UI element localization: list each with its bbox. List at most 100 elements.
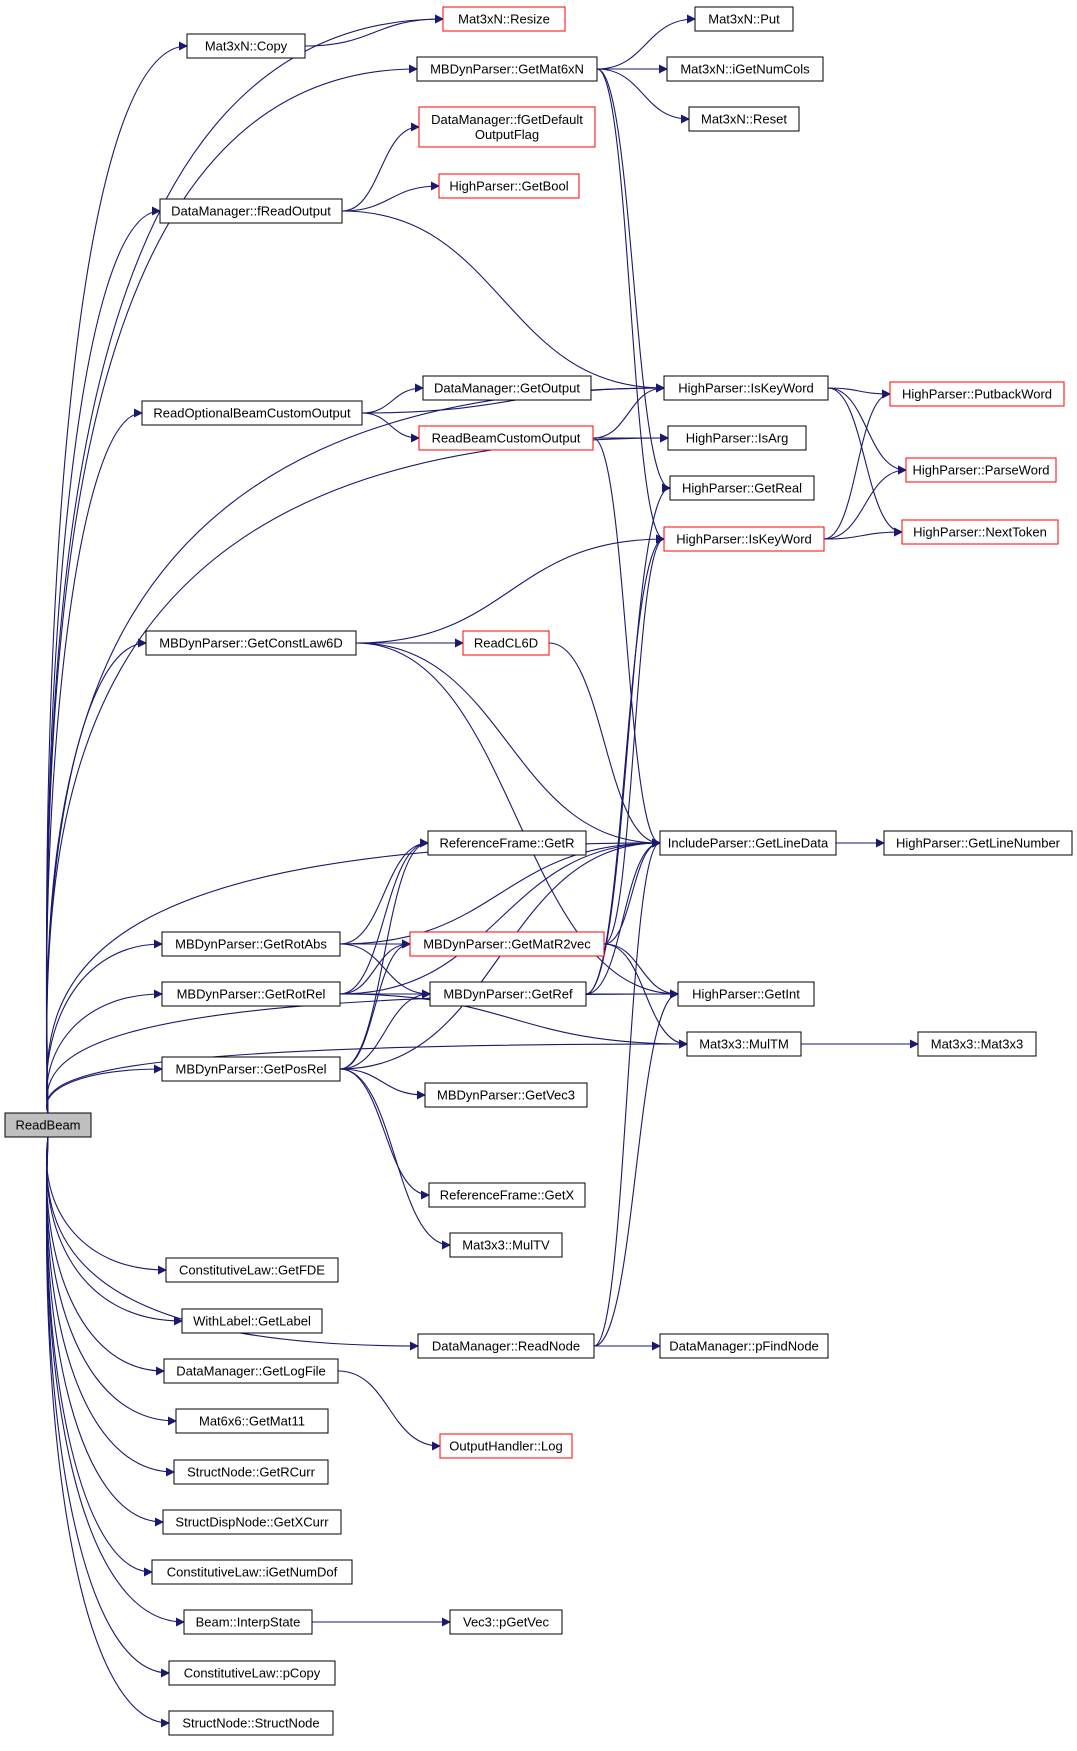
node-hp-getreal[interactable]: HighParser::GetReal — [669, 475, 815, 501]
node-mbdyn-getvec3[interactable]: MBDynParser::GetVec3 — [424, 1082, 588, 1108]
edge-mbdyn-getrotrel-to-mat3x3-multm — [339, 993, 688, 1049]
edge-mbdyn-getposrel-to-mat3x3-multv — [339, 1068, 451, 1250]
node-label: DataManager::GetOutput — [434, 381, 580, 396]
node-hp-iskeyword-2[interactable]: HighParser::IsKeyWord — [663, 526, 825, 552]
node-mat6x6-getmat11[interactable]: Mat6x6::GetMat11 — [175, 1408, 329, 1434]
node-hp-getbool[interactable]: HighParser::GetBool — [438, 173, 580, 199]
node-mat3x3-multv[interactable]: Mat3x3::MulTV — [449, 1232, 563, 1258]
node-sdn-getxcurr[interactable]: StructDispNode::GetXCurr — [162, 1509, 342, 1535]
node-hp-getint[interactable]: HighParser::GetInt — [677, 981, 815, 1007]
node-label: StructDispNode::GetXCurr — [175, 1515, 329, 1530]
node-dm-getoutput[interactable]: DataManager::GetOutput — [422, 375, 592, 401]
node-dm-readnode[interactable]: DataManager::ReadNode — [417, 1333, 595, 1359]
node-mbdyn-getrotabs[interactable]: MBDynParser::GetRotAbs — [161, 931, 341, 957]
node-box — [449, 1609, 563, 1635]
edge-mbdyn-getmatr2vec-to-ip-getlinedata — [603, 838, 661, 945]
node-box — [417, 1333, 595, 1359]
node-box — [663, 375, 829, 401]
edge-root-to-dm-getlogfile — [45, 1136, 165, 1376]
node-label: MBDynParser::GetMat6xN — [430, 62, 584, 77]
node-mat3xn-reset[interactable]: Mat3xN::Reset — [688, 106, 800, 132]
edge-mbdyn-getrotabs-to-rf-getr — [339, 838, 429, 945]
edge-readcl6d-to-ip-getlinedata — [548, 642, 661, 848]
node-mbdyn-getmatr2vec[interactable]: MBDynParser::GetMatR2vec — [409, 931, 605, 957]
node-box — [449, 1232, 563, 1258]
node-label: MBDynParser::GetPosRel — [176, 1062, 327, 1077]
node-box — [901, 519, 1059, 545]
node-mat3x3-multm[interactable]: Mat3x3::MulTM — [686, 1031, 802, 1057]
node-cl-pcopy[interactable]: ConstitutiveLaw::pCopy — [168, 1660, 336, 1686]
edge-mbdyn-getrotrel-to-rf-getr — [339, 838, 429, 995]
node-mat3xn-copy[interactable]: Mat3xN::Copy — [186, 33, 306, 59]
node-label: HighParser::IsKeyWord — [678, 381, 814, 396]
node-hp-putbackword[interactable]: HighParser::PutbackWord — [889, 381, 1065, 407]
node-hp-parseword[interactable]: HighParser::ParseWord — [905, 457, 1057, 483]
node-hp-iskeyword-1[interactable]: HighParser::IsKeyWord — [663, 375, 829, 401]
node-readoptionalbeamcustomoutput[interactable]: ReadOptionalBeamCustomOutput — [141, 400, 363, 426]
edge-root-to-mat6x6-getmat11 — [45, 1136, 177, 1426]
node-mat3xn-resize[interactable]: Mat3xN::Resize — [442, 6, 566, 32]
node-hp-isarg[interactable]: HighParser::IsArg — [667, 425, 807, 451]
node-cl-igetnumdof[interactable]: ConstitutiveLaw::iGetNumDof — [151, 1559, 353, 1585]
node-box — [424, 1082, 588, 1108]
node-label: IncludeParser::GetLineData — [668, 836, 829, 851]
node-box — [159, 198, 343, 224]
node-box — [4, 1112, 92, 1138]
node-cl-getfde[interactable]: ConstitutiveLaw::GetFDE — [165, 1257, 339, 1283]
node-mbdyn-getmat6xn[interactable]: MBDynParser::GetMat6xN — [416, 56, 598, 82]
node-box — [183, 1609, 313, 1635]
node-mbdyn-getconstlaw6d[interactable]: MBDynParser::GetConstLaw6D — [145, 630, 357, 656]
node-box — [168, 1660, 336, 1686]
node-label: Mat3xN::Reset — [701, 112, 787, 127]
node-hp-getlinenumber[interactable]: HighParser::GetLineNumber — [883, 830, 1073, 856]
node-box — [141, 400, 363, 426]
node-readbeamcustomoutput[interactable]: ReadBeamCustomOutput — [418, 425, 594, 451]
node-dm-pfindnode[interactable]: DataManager::pFindNode — [659, 1333, 829, 1359]
node-box — [883, 830, 1073, 856]
node-mat3xn-igetnumcols[interactable]: Mat3xN::iGetNumCols — [666, 56, 824, 82]
node-sn-getrcurr[interactable]: StructNode::GetRCurr — [173, 1459, 329, 1485]
node-mbdyn-getref[interactable]: MBDynParser::GetRef — [429, 981, 587, 1007]
node-box — [145, 630, 357, 656]
node-label: MBDynParser::GetMatR2vec — [423, 937, 591, 952]
node-root[interactable]: ReadBeam — [4, 1112, 92, 1138]
node-label: MBDynParser::GetRotAbs — [175, 937, 327, 952]
edge-readbeamcustomoutput-to-hp-iskeyword-1 — [592, 383, 665, 439]
node-label: ReadBeam — [15, 1118, 80, 1133]
node-box — [428, 1182, 586, 1208]
node-rf-getr[interactable]: ReferenceFrame::GetR — [427, 830, 587, 856]
node-rf-getx[interactable]: ReferenceFrame::GetX — [428, 1182, 586, 1208]
node-readcl6d[interactable]: ReadCL6D — [462, 630, 550, 656]
node-mat3xn-put[interactable]: Mat3xN::Put — [694, 6, 794, 32]
node-box — [161, 1056, 341, 1082]
node-label: HighParser::GetInt — [692, 987, 800, 1002]
node-oh-log[interactable]: OutputHandler::Log — [439, 1433, 573, 1459]
node-hp-nexttoken[interactable]: HighParser::NextToken — [901, 519, 1059, 545]
node-box — [161, 981, 341, 1007]
edge-readoptionalbeamcustomoutput-to-readbeamcustomoutput — [361, 412, 420, 443]
edge-dm-getlogfile-to-oh-log — [337, 1370, 441, 1451]
node-mbdyn-getrotrel[interactable]: MBDynParser::GetRotRel — [161, 981, 341, 1007]
node-box — [442, 6, 566, 32]
node-box — [418, 425, 594, 451]
node-mbdyn-getposrel[interactable]: MBDynParser::GetPosRel — [161, 1056, 341, 1082]
node-beam-interpstate[interactable]: Beam::InterpState — [183, 1609, 313, 1635]
node-dm-freadoutput[interactable]: DataManager::fReadOutput — [159, 198, 343, 224]
node-withlabel-getlabel[interactable]: WithLabel::GetLabel — [181, 1308, 323, 1334]
node-vec3-pgetvec[interactable]: Vec3::pGetVec — [449, 1609, 563, 1635]
node-mat3x3-mat3x3[interactable]: Mat3x3::Mat3x3 — [917, 1031, 1037, 1057]
node-box — [161, 931, 341, 957]
node-dm-getlogfile[interactable]: DataManager::GetLogFile — [163, 1358, 339, 1384]
edge-mbdyn-getmat6xn-to-mat3xn-reset — [596, 68, 690, 124]
edge-mbdyn-getposrel-to-rf-getr — [339, 838, 429, 1070]
node-sn-structnode[interactable]: StructNode::StructNode — [168, 1710, 334, 1736]
node-label: HighParser::PutbackWord — [902, 387, 1052, 402]
edge-mbdyn-getposrel-to-mbdyn-getref — [339, 989, 431, 1070]
edge-root-to-mbdyn-getrotrel — [46, 989, 163, 1114]
node-box — [427, 830, 587, 856]
edge-root-to-mbdyn-getconstlaw6d — [45, 638, 147, 1114]
node-label: StructNode::StructNode — [182, 1716, 319, 1731]
node-box — [151, 1559, 353, 1585]
node-ip-getlinedata[interactable]: IncludeParser::GetLineData — [659, 830, 837, 856]
